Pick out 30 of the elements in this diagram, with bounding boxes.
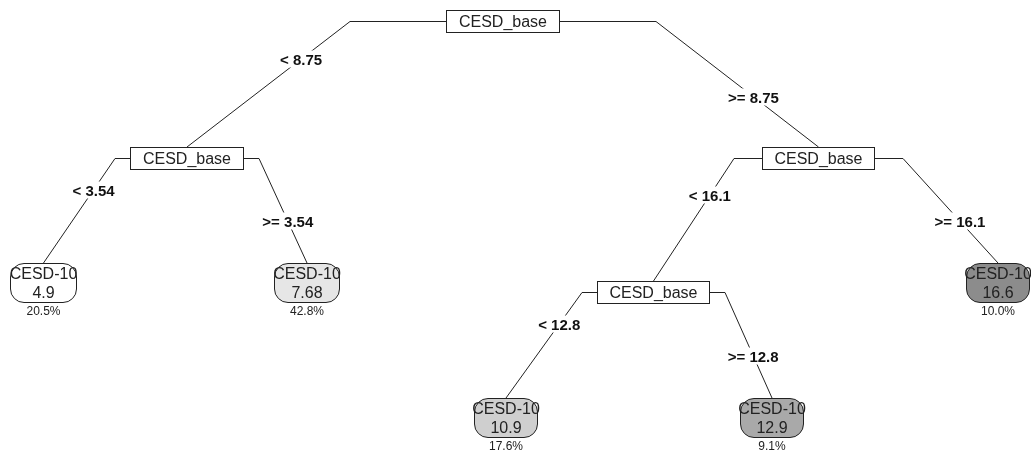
leaf-percentage: 17.6%	[489, 439, 523, 453]
leaf-variable: CESD-10	[9, 264, 78, 283]
edge-label: >= 3.54	[259, 212, 317, 230]
split-box	[446, 10, 560, 33]
edge-label: >= 8.75	[725, 88, 782, 106]
leaf-value: 12.9	[756, 418, 788, 437]
leaf-percentage: 9.1%	[758, 439, 786, 453]
split-variable: CESD_base	[458, 12, 547, 31]
leaf-variable: CESD-10	[273, 264, 341, 283]
leaf-percentage: 42.8%	[290, 304, 324, 318]
leaf-percentage: 10.0%	[981, 304, 1015, 318]
leaf-node	[10, 263, 77, 303]
leaf-value: 7.68	[291, 283, 323, 302]
leaf-value: 4.9	[32, 283, 55, 302]
split-box	[597, 281, 710, 304]
leaf-node	[274, 263, 340, 303]
split-variable: CESD_base	[774, 149, 863, 168]
branch-line	[559, 21, 819, 148]
branch-line	[186, 21, 447, 148]
leaf-percentage: 20.5%	[26, 304, 61, 318]
leaf-value: 16.6	[982, 283, 1014, 302]
split-variable: CESD_base	[609, 283, 698, 302]
leaf-variable: CESD-10	[472, 399, 540, 418]
branch-line	[43, 158, 131, 264]
leaf-node	[474, 398, 538, 438]
split-variable: CESD_base	[142, 149, 231, 168]
branch-line	[653, 158, 763, 282]
split-box	[130, 147, 244, 170]
split-box	[762, 147, 875, 170]
leaf-value: 10.9	[490, 418, 522, 437]
